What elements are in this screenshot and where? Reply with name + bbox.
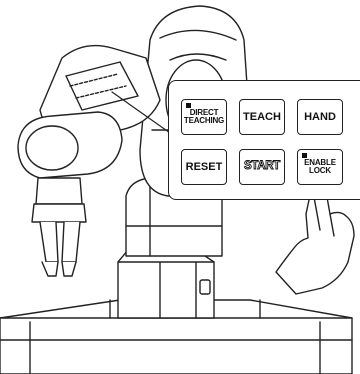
teach-label: TEACH: [243, 112, 281, 123]
wrist: [36, 178, 82, 204]
reset-button[interactable]: RESET: [181, 149, 227, 185]
enable-lock-label: ENABLE LOCK: [304, 159, 336, 175]
elbow-joint: [18, 112, 122, 178]
hand-label: HAND: [304, 112, 336, 123]
led-indicator-icon: [302, 153, 307, 158]
led-indicator-icon: [186, 103, 191, 108]
gripper: [32, 204, 86, 222]
reset-label: RESET: [186, 162, 223, 173]
start-label: START: [244, 161, 280, 173]
direct-teaching-button[interactable]: DIRECT TEACHING: [181, 99, 227, 135]
enable-lock-button[interactable]: ENABLE LOCK: [297, 149, 343, 185]
teach-pendant-panel: DIRECT TEACHING TEACH HAND RESET START E…: [168, 80, 360, 200]
teach-button[interactable]: TEACH: [239, 99, 285, 135]
start-button[interactable]: START: [239, 149, 285, 185]
direct-teaching-label: DIRECT TEACHING: [184, 109, 224, 125]
hand-button[interactable]: HAND: [297, 99, 343, 135]
